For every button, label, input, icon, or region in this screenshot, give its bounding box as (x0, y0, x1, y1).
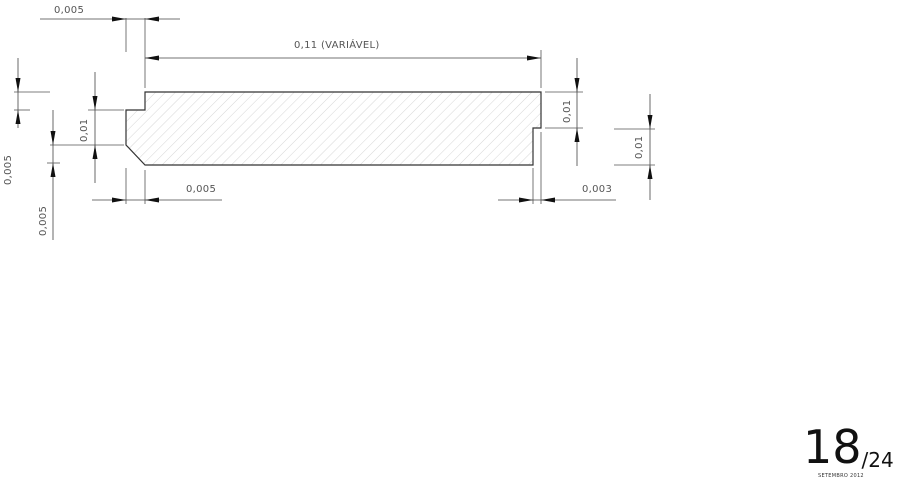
sheet-date: SETEMBRO 2012 (818, 473, 864, 479)
dim-left-lower-height: 0,005 (38, 110, 60, 240)
profile-section (125, 91, 542, 166)
dim-label-left-lower-height: 0,005 (38, 206, 49, 236)
dim-label-right-outer-height: 0,01 (634, 136, 645, 159)
dim-label-right-step-height: 0,01 (562, 100, 573, 123)
dim-label-overall-length: 0,11 (VARIÁVEL) (294, 38, 380, 51)
dim-label-bottom-left-chamfer: 0,005 (186, 184, 216, 195)
dim-left-outer-height: 0,005 (3, 58, 50, 185)
dim-label-bottom-right-offset: 0,003 (582, 184, 612, 195)
dim-right-outer-height: 0,01 (614, 94, 655, 200)
dim-top-left-width: 0,005 (40, 5, 180, 88)
dim-right-step-height: 0,01 (545, 58, 583, 166)
dim-label-left-outer-height: 0,005 (3, 155, 14, 185)
dim-bottom-right-offset: 0,003 (498, 132, 616, 204)
dim-label-left-step-height: 0,01 (79, 119, 90, 142)
dim-bottom-left-chamfer: 0,005 (92, 168, 222, 204)
dim-label-top-left-width: 0,005 (54, 5, 84, 16)
dim-left-step-height: 0,01 (50, 72, 124, 183)
page-current: 18 (803, 420, 862, 474)
page-total: /24 (861, 448, 894, 472)
page-number: 18/24 (803, 424, 894, 470)
dim-overall-length: 0,11 (VARIÁVEL) (145, 38, 542, 88)
